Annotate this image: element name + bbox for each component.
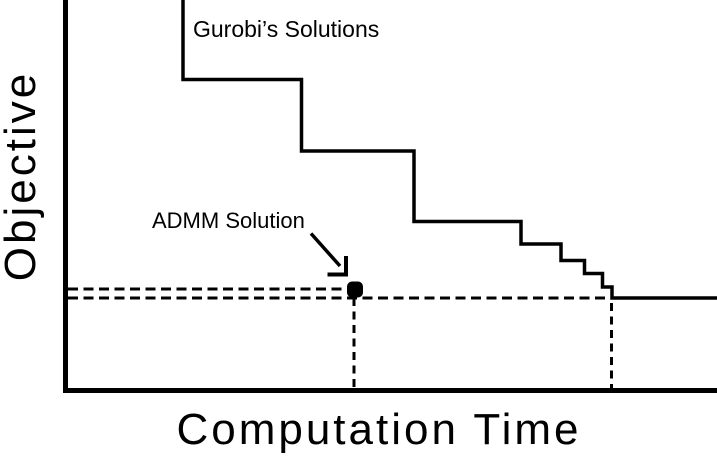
admm-annotation-arrow-shaft (309, 232, 342, 268)
x-axis-label: Computation Time (176, 405, 582, 454)
gurobi-step-line (181, 0, 717, 300)
admm-solution-marker (347, 281, 363, 298)
gurobi-solutions-annotation: Gurobi’s Solutions (193, 16, 380, 42)
admm-solution-annotation: ADMM Solution (152, 208, 305, 233)
y-axis-label: Objective (0, 70, 45, 282)
admm-annotation-arrowhead-icon (327, 256, 348, 277)
